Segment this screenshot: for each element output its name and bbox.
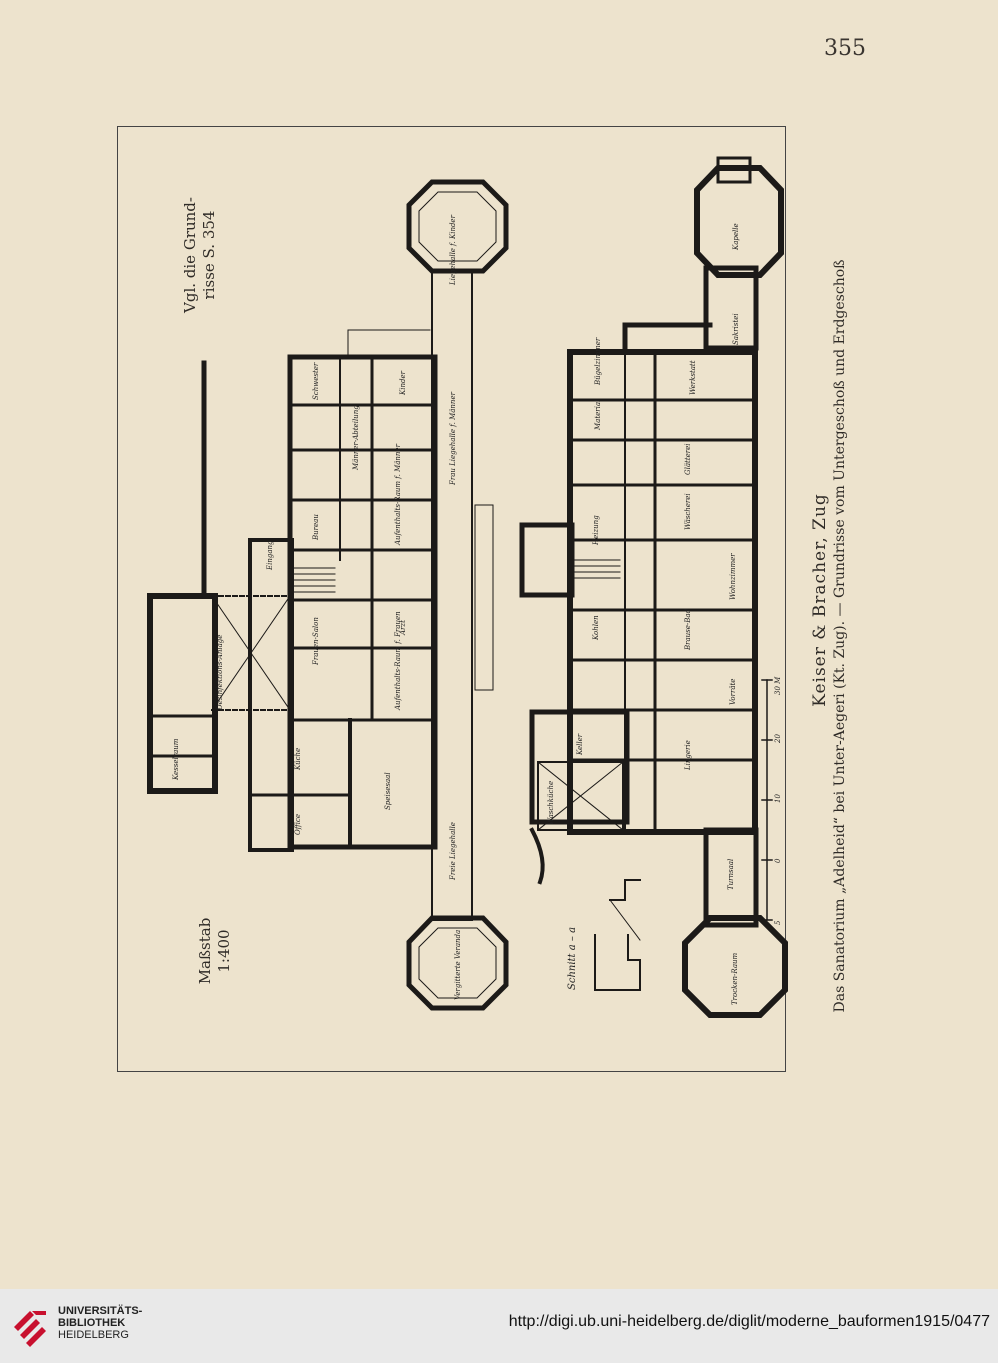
label-speisesaal: Speisesaal [384, 772, 392, 810]
footer-bar: UNIVERSITÄTS- BIBLIOTHEK HEIDELBERG http… [0, 1289, 998, 1363]
label-wohnzimmer: Wohnzimmer [729, 553, 737, 600]
label-kohlen: Kohlen [592, 615, 600, 641]
label-frauen-salon: Frauen-Salon [312, 617, 320, 666]
label-kapelle: Kapelle [732, 223, 740, 251]
label-material: Material [594, 400, 602, 431]
scale-bar-numbers: 5 0 10 20 30 M [774, 676, 782, 925]
label-maenner-abteilung: Männer-Abteilung [352, 405, 360, 471]
label-liegehalle-maenner: Frau Liegehalle f. Männer [449, 391, 457, 486]
label-desinfektion: Desinfektions-Anlage [216, 635, 224, 711]
institution-name: UNIVERSITÄTS- BIBLIOTHEK HEIDELBERG [58, 1305, 142, 1341]
label-buegelzimmer: Bügelzimmer [594, 337, 602, 386]
label-trocken-raum: Trocken-Raum [731, 952, 739, 1005]
label-kinder: Kinder [399, 370, 407, 396]
left-plan-labels: Liegehalle f. Kinder Frau Liegehalle f. … [172, 214, 462, 1000]
right-top-octagon [694, 165, 784, 278]
plate-frame [117, 126, 786, 1072]
label-lingerie: Lingerie [684, 740, 692, 771]
label-kesselraum: Kesselraum [172, 738, 180, 781]
label-aufenthalt-maenner: Aufenthalts-Raum f. Männer [394, 443, 402, 546]
scale-num-1: 0 [774, 858, 782, 863]
label-keller: Keller [576, 733, 584, 756]
label-vergitterte-veranda: Vergitterte Veranda [454, 930, 462, 1000]
label-heizung: Heizung [592, 515, 600, 546]
right-floor-plan [519, 156, 788, 1018]
left-top-octagon [406, 179, 509, 274]
left-bottom-octagon [406, 915, 509, 1011]
scale-bar [761, 679, 773, 921]
label-eingang: Eingang [266, 540, 274, 571]
label-sakristei: Sakristei [732, 313, 740, 345]
label-waescherei: Wäscherei [684, 493, 692, 530]
label-vorraete: Vorräte [729, 679, 737, 705]
institution-line-3: HEIDELBERG [58, 1329, 129, 1341]
label-liegehalle-kinder: Liegehalle f. Kinder [449, 214, 457, 286]
page-number: 355 [824, 36, 866, 61]
scale-num-4: 30 M [774, 676, 782, 695]
university-logo-icon [14, 1311, 46, 1347]
source-url-link[interactable]: http://digi.ub.uni-heidelberg.de/diglit/… [508, 1313, 990, 1330]
label-office: Office [294, 814, 302, 835]
label-glaetterei: Glätterei [684, 444, 692, 476]
left-annex [147, 593, 218, 794]
label-brause-bad: Brause-Bad [684, 608, 692, 651]
floor-plan-drawing: Liegehalle f. Kinder Frau Liegehalle f. … [147, 156, 788, 1018]
institution-line-1: UNIVERSITÄTS- [58, 1305, 143, 1317]
right-bottom-octagon [682, 915, 788, 1018]
label-aufenthalt-frauen: Aufenthalts-Raum f. Frauen [394, 611, 402, 711]
section-a-a [594, 879, 641, 991]
scale-num-0: 5 [774, 920, 782, 925]
section-label: Schnitt a – a [567, 927, 578, 990]
right-plan-labels: Kapelle Sakristei Werkstatt Bügelzimmer … [547, 223, 740, 1005]
institution-line-2: BIBLIOTHEK [58, 1317, 126, 1329]
left-floor-plan [147, 179, 509, 1011]
scale-num-2: 10 [774, 794, 782, 803]
label-schwester: Schwester [312, 362, 320, 400]
label-turnsaal: Turnsaal [727, 859, 735, 890]
scale-num-3: 20 [774, 734, 782, 744]
label-freie-liegehalle: Freie Liegehalle [449, 822, 457, 881]
label-arzt: Arzt [399, 620, 407, 636]
left-main-block [287, 354, 438, 850]
label-bureau: Bureau [312, 514, 320, 541]
label-waschkueche: Waschküche [547, 781, 555, 825]
label-kueche: Küche [294, 748, 302, 771]
label-werkstatt: Werkstatt [689, 360, 697, 395]
